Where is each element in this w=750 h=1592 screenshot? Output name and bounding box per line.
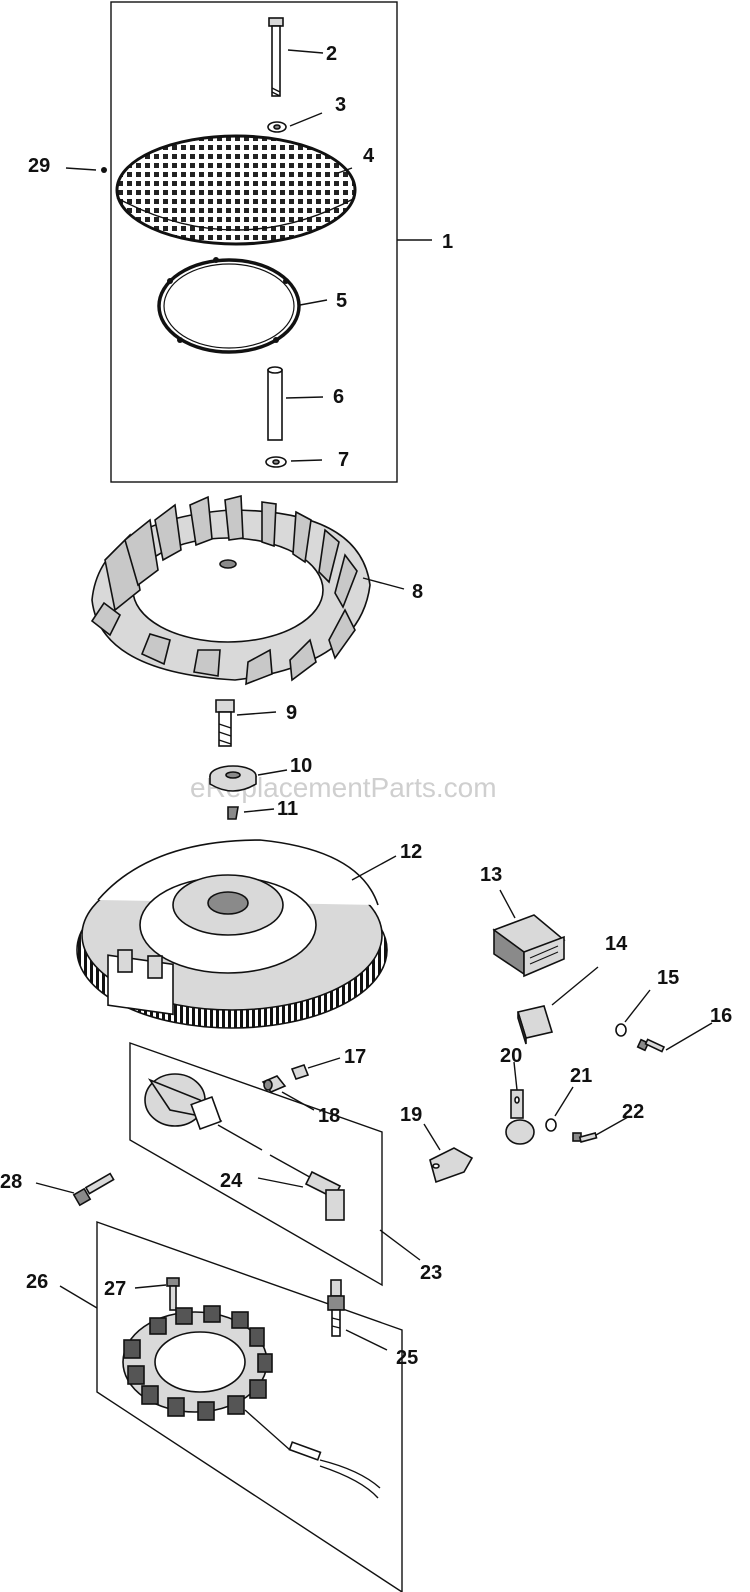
callout-1: 1 <box>442 231 453 253</box>
callout-9: 9 <box>286 702 297 724</box>
callout-labels: 2 3 4 29 1 5 6 7 8 9 10 11 12 13 14 15 1… <box>0 43 732 1369</box>
part-17-clip <box>290 1064 310 1080</box>
callout-5: 5 <box>336 290 347 312</box>
part-6-spacer <box>267 366 283 441</box>
part-25-spark-plug <box>327 1279 345 1337</box>
callout-12: 12 <box>400 841 422 863</box>
part-19-bracket <box>429 1147 474 1184</box>
part-28-bolt <box>72 1172 115 1207</box>
callout-7: 7 <box>338 449 349 471</box>
part-18-sleeve <box>261 1075 287 1093</box>
callout-27: 27 <box>104 1278 126 1300</box>
kit-box-26 <box>96 1221 403 1592</box>
callout-14: 14 <box>605 933 628 955</box>
callout-3: 3 <box>335 94 346 116</box>
callout-19: 19 <box>400 1104 422 1126</box>
callout-8: 8 <box>412 581 423 603</box>
callout-24: 24 <box>220 1170 243 1192</box>
part-22-screw <box>572 1132 598 1143</box>
callout-13: 13 <box>480 864 502 886</box>
part-26-stator <box>122 1305 381 1499</box>
callout-10: 10 <box>290 755 312 777</box>
callout-22: 22 <box>622 1101 644 1123</box>
part-8-fan <box>90 494 371 686</box>
callout-17: 17 <box>344 1046 366 1068</box>
callout-26: 26 <box>26 1271 48 1293</box>
callout-6: 6 <box>333 386 344 408</box>
part-15-nut <box>615 1023 627 1037</box>
callout-25: 25 <box>396 1347 418 1369</box>
part-7-washer <box>265 456 287 468</box>
part-12-flywheel <box>76 839 388 1029</box>
part-13-regulator <box>492 914 566 978</box>
part-29-dot <box>101 167 107 173</box>
part-20-clamp <box>505 1089 535 1145</box>
callout-2: 2 <box>326 43 337 65</box>
ignition-module <box>144 1073 223 1131</box>
part-2-bolt <box>268 17 284 97</box>
part-14-pad <box>516 1005 554 1045</box>
kit-box-23 <box>129 1042 383 1287</box>
part-9-bolt <box>215 699 235 747</box>
part-21-nut <box>545 1118 557 1132</box>
callout-15: 15 <box>657 967 679 989</box>
callout-18: 18 <box>318 1105 340 1127</box>
callout-21: 21 <box>570 1065 592 1087</box>
part-27-screw <box>166 1277 180 1311</box>
part-16-screw <box>636 1038 666 1053</box>
part-4-grille-screen <box>115 134 357 246</box>
callout-29: 29 <box>28 155 50 177</box>
part-11-key <box>227 806 239 820</box>
part-5-gasket <box>157 257 301 354</box>
part-24-plug-boot <box>269 1154 345 1221</box>
callout-23: 23 <box>420 1262 442 1284</box>
part-10-washer <box>209 765 257 792</box>
callout-16: 16 <box>710 1005 732 1027</box>
callout-4: 4 <box>363 145 375 167</box>
callout-28: 28 <box>0 1171 22 1193</box>
callout-11: 11 <box>277 798 298 820</box>
part-3-washer <box>267 121 287 133</box>
kit-box-1 <box>110 1 398 483</box>
callout-20: 20 <box>500 1045 522 1067</box>
